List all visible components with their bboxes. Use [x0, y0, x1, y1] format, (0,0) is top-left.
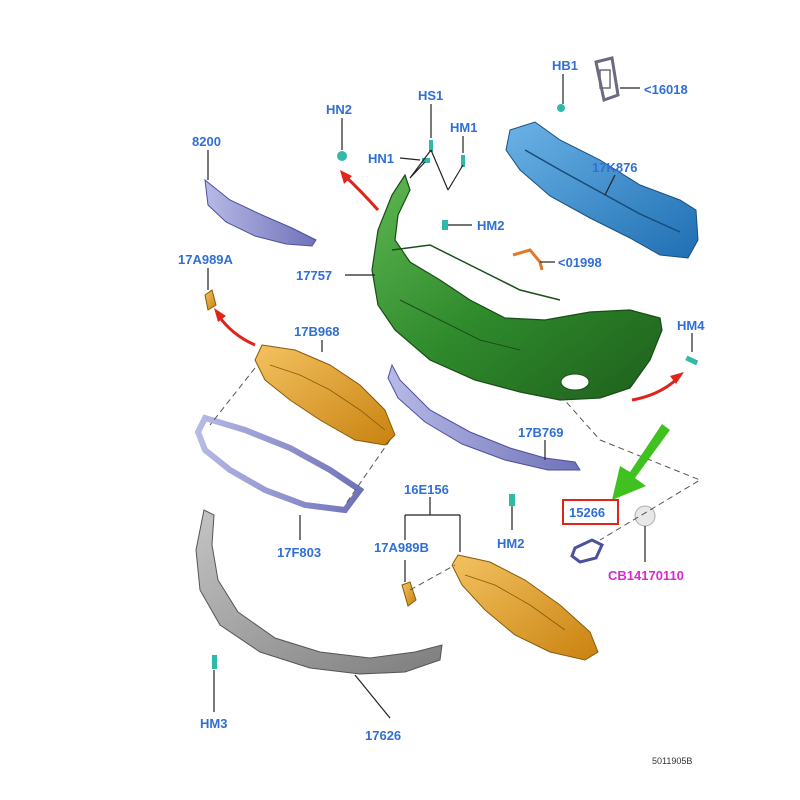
- grille-17b968-shape: [254, 344, 396, 446]
- label-cb14170110: CB14170110: [608, 568, 684, 583]
- label-17757: 17757: [296, 268, 332, 283]
- bolt-icon: [557, 104, 565, 112]
- diagram-reference-code: 5011905B: [652, 756, 692, 766]
- label-hm1: HM1: [450, 120, 477, 135]
- label-17b769: 17B769: [518, 425, 564, 440]
- clip-hm2-bottom-icon: [509, 494, 515, 506]
- green-callout-arrow: [612, 424, 670, 500]
- nut-hn2-icon: [337, 151, 347, 161]
- red-arrowhead: [214, 308, 226, 322]
- label-17a989a: 17A989A: [178, 252, 234, 267]
- label-16e156: 16E156: [404, 482, 449, 497]
- bracket-17a989a-shape: [204, 289, 217, 311]
- label-8200: 8200: [192, 134, 221, 149]
- bumper-cover-shape: [371, 173, 663, 401]
- label-hn2-top: HN2: [326, 102, 352, 117]
- label-hm2-bottom: HM2: [497, 536, 524, 551]
- hook-01998-shape: [512, 248, 544, 271]
- grille-surround-17f803-shape: [194, 414, 365, 514]
- label-hm3: HM3: [200, 716, 227, 731]
- bracket-17a989b-shape: [401, 581, 417, 607]
- bracket-hb1-shape: [594, 56, 620, 102]
- screw-hm1-icon: [461, 155, 465, 167]
- label-16018: <16018: [644, 82, 688, 97]
- clip-hm2-icon: [442, 220, 448, 230]
- upper-grille-trim-shape: [204, 178, 317, 247]
- lower-cover-17626-shape: [195, 509, 443, 675]
- label-hs1: HS1: [418, 88, 443, 103]
- label-17f803: 17F803: [277, 545, 321, 560]
- screw-hs1-icon: [429, 140, 433, 152]
- highlight-box-15266: [562, 499, 619, 525]
- red-arrowhead: [340, 170, 352, 184]
- nut-hn1-icon: [422, 158, 430, 163]
- label-17a989b: 17A989B: [374, 540, 429, 555]
- red-arrowhead: [670, 372, 684, 384]
- label-01998: <01998: [558, 255, 602, 270]
- label-hm4: HM4: [677, 318, 705, 333]
- label-17k876: 17K876: [592, 160, 638, 175]
- trim-strip-17b769-shape: [387, 363, 581, 471]
- grille-16e156-shape: [451, 554, 599, 661]
- clip-hm3-icon: [212, 655, 217, 669]
- label-hb1: HB1: [552, 58, 578, 73]
- label-15266: 15266: [569, 505, 605, 520]
- label-hn1: HN1: [368, 151, 394, 166]
- label-17626: 17626: [365, 728, 401, 743]
- label-hm2-top: HM2: [477, 218, 504, 233]
- label-17b968: 17B968: [294, 324, 340, 339]
- bezel-15266-shape: [570, 538, 604, 564]
- reinforcement-bar-shape: [505, 121, 699, 259]
- clip-hm4-icon: [685, 355, 699, 366]
